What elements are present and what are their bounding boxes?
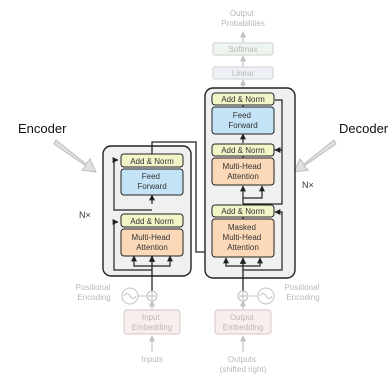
decoder-add-norm-top-label: Add & Norm: [221, 95, 265, 104]
encoder-add-norm-top-box: [120, 153, 184, 168]
linear-label: Linear: [232, 69, 255, 78]
decoder-multi-head-attention-box: [211, 157, 275, 186]
decoder-add-norm-top-box: [211, 92, 275, 106]
encoder-add-norm-bottom-label: Add & Norm: [130, 217, 174, 226]
encoder-add-norm-top-label: Add & Norm: [130, 157, 174, 166]
encoder-label: Encoder: [18, 121, 67, 136]
decoder-feed-forward-label: Feed Forward: [228, 111, 257, 130]
decoder-add-norm-middle-label: Add & Norm: [221, 146, 265, 155]
decoder-add-norm-bottom-label: Add & Norm: [221, 207, 265, 216]
decoder-feed-forward-box: [211, 106, 275, 135]
decoder-add-norm-middle-box: [211, 143, 275, 157]
output-embedding-box: [214, 309, 272, 335]
output-probabilities-label: Output Probabilities: [221, 9, 265, 28]
linear-box: [212, 66, 274, 80]
output-embedding-label: Output Embedding: [223, 313, 263, 332]
encoder-repeat-label: N×: [79, 210, 91, 220]
decoder-repeat-label: N×: [302, 180, 314, 190]
encoder-multi-head-attention-box: [120, 228, 184, 257]
encoder-feed-forward-box: [120, 168, 184, 196]
encoder-feed-forward-label: Feed Forward: [137, 172, 166, 191]
inputs-label: Inputs: [141, 355, 163, 364]
decoder-positional-encoding-label: Positional Encoding: [285, 283, 322, 302]
softmax-box: [212, 42, 274, 56]
outputs-label: Outputs (shifted right): [220, 355, 267, 374]
decoder-masked-multi-head-attention-label: Masked Multi-Head Attention: [223, 223, 264, 252]
encoder-positional-encoding-label: Positional Encoding: [76, 283, 113, 302]
input-embedding-label: Input Embedding: [132, 313, 172, 332]
decoder-label: Decoder: [339, 121, 389, 136]
decoder-masked-multi-head-attention-box: [211, 218, 275, 258]
encoder-add-norm-bottom-box: [120, 213, 184, 228]
decoder-arrow-icon: [293, 139, 337, 173]
encoder-multi-head-attention-label: Multi-Head Attention: [132, 233, 173, 252]
softmax-label: Softmax: [228, 45, 257, 54]
encoder-arrow-icon: [53, 139, 97, 173]
decoder-add-norm-bottom-box: [211, 204, 275, 218]
decoder-multi-head-attention-label: Multi-Head Attention: [223, 162, 264, 181]
input-embedding-box: [123, 309, 181, 335]
